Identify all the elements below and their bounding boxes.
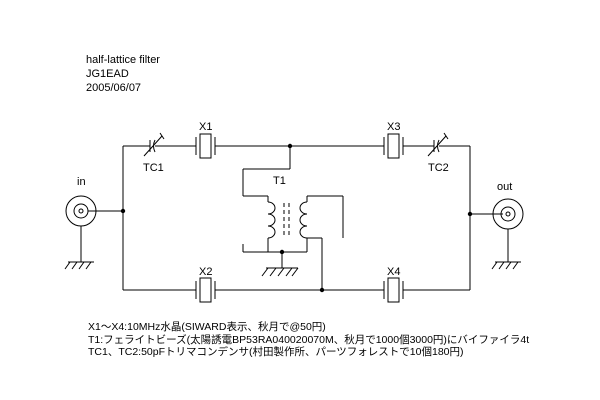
input-label: in [77, 176, 86, 188]
output-label: out [497, 181, 512, 193]
t1-label: T1 [273, 175, 286, 187]
note-crystals: X1～X4:10MHz水晶(SIWARD表示、秋月で@50円) [88, 321, 326, 333]
output-coax-connector [491, 198, 524, 270]
parts-notes: X1～X4:10MHz水晶(SIWARD表示、秋月で@50円) T1:フェライト… [88, 321, 529, 359]
output-rail [467, 146, 503, 290]
x2-label: X2 [199, 266, 212, 278]
author-callsign: JG1EAD [86, 68, 129, 80]
diagram-date: 2005/06/07 [86, 82, 142, 94]
tc2-trimmer-capacitor [427, 132, 449, 157]
t1-bifilar-transformer [242, 146, 344, 290]
diagram-title: half-lattice filter [86, 54, 160, 66]
tc1-label: TC1 [143, 162, 164, 174]
x3-crystal [383, 133, 404, 159]
input-coax-connector [64, 195, 97, 270]
x1-label: X1 [199, 121, 212, 133]
note-transformer: T1:フェライトビーズ(太陽誘電BP53RA040020070M、秋月で1000… [88, 333, 530, 346]
bottom-branch [123, 277, 470, 303]
tc1-trimmer-capacitor [143, 132, 165, 157]
x1-crystal [195, 133, 216, 159]
x2-crystal [195, 277, 216, 303]
input-rail [88, 146, 126, 290]
x3-label: X3 [387, 121, 400, 133]
x4-crystal [383, 277, 404, 303]
x4-label: X4 [387, 266, 400, 278]
note-trimmers: TC1、TC2:50pFトリマコンデンサ(村田製作所、パーツフォレストで10個1… [88, 346, 464, 358]
tc2-label: TC2 [428, 162, 449, 174]
top-branch [123, 132, 470, 159]
